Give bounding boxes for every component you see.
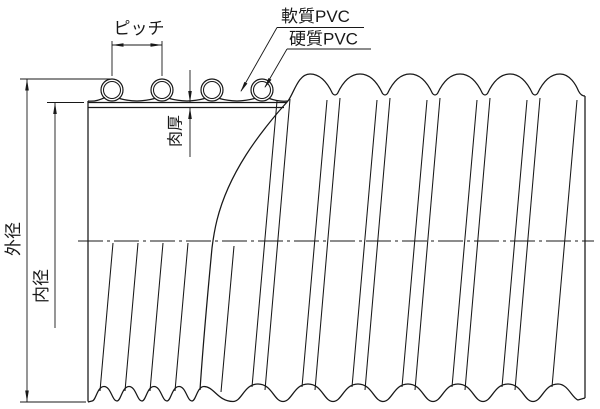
- wire-outer-circle: [200, 78, 224, 102]
- bore-spiral-line: [149, 242, 164, 392]
- arrow-pitch-left: [112, 43, 124, 47]
- outer-diameter-label: 外径: [4, 222, 23, 256]
- groove-line: [451, 99, 478, 388]
- bore-spiral-line: [124, 242, 139, 392]
- bore-spiral-line: [220, 245, 235, 393]
- arrow-inner-dia-top: [53, 102, 57, 114]
- groove-line: [351, 99, 378, 388]
- wire-inner-circle: [102, 80, 122, 100]
- groove-line: [401, 99, 428, 388]
- spiral-wire-sections: [100, 78, 274, 102]
- dimension-lines: [20, 27, 371, 403]
- hard-pvc-label: 硬質PVC: [289, 30, 358, 49]
- arrow-outer-dia-bottom: [25, 390, 29, 402]
- arrow-hard-pvc-leader: [264, 78, 272, 89]
- groove-line: [251, 100, 278, 388]
- wire-outer-circle: [150, 78, 174, 102]
- arrowheads: [25, 43, 272, 402]
- spiral-groove-lines: [99, 97, 578, 393]
- wire-inner-circle: [152, 80, 172, 100]
- soft-pvc-valley-arcs: [87, 96, 289, 102]
- groove-line: [314, 97, 341, 391]
- inner-diameter-label: 内径: [32, 269, 51, 303]
- wire-outer-circle: [250, 78, 274, 102]
- bore-spiral-line: [99, 242, 114, 392]
- groove-line: [414, 97, 441, 391]
- wall-thickness-label: 肉厚: [167, 115, 185, 147]
- groove-line: [514, 97, 541, 391]
- groove-line: [301, 99, 328, 388]
- arrow-pitch-right: [150, 43, 162, 47]
- groove-line: [551, 99, 578, 388]
- pitch-label: ピッチ: [114, 19, 165, 38]
- arrow-wall-lower: [188, 107, 192, 119]
- groove-line: [364, 97, 391, 391]
- soft-pvc-leader: [240, 27, 278, 92]
- arrow-soft-pvc-leader: [240, 81, 248, 93]
- arrow-outer-dia-top: [25, 79, 29, 91]
- wire-inner-circle: [202, 80, 222, 100]
- bottom-corrugation-profile: [87, 383, 586, 403]
- wire-inner-circle: [252, 80, 272, 100]
- bore-spiral-line: [174, 242, 189, 392]
- hose-outline: [87, 73, 586, 403]
- top-corrugation-profile: [287, 73, 586, 102]
- arrow-wall-upper: [188, 91, 192, 103]
- wire-outer-circle: [100, 78, 124, 102]
- groove-line: [264, 98, 291, 391]
- groove-line: [464, 97, 491, 391]
- soft-pvc-label: 軟質PVC: [281, 7, 350, 26]
- break-line: [199, 100, 289, 391]
- groove-line: [501, 99, 528, 388]
